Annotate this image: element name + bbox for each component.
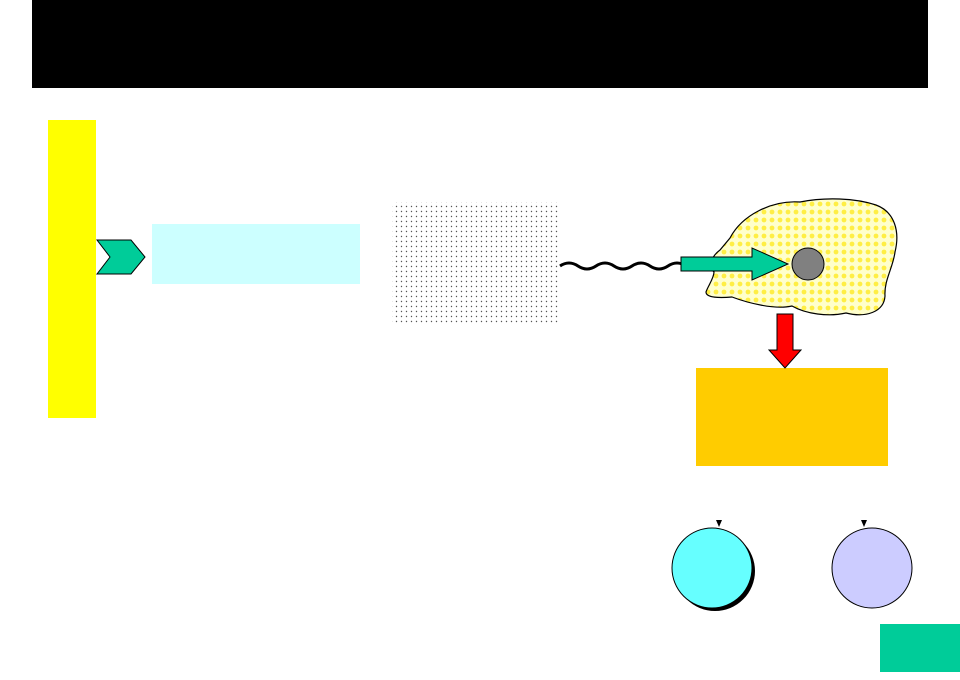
result-box — [696, 368, 888, 466]
triangle-marker-icon — [716, 520, 722, 527]
slide-header — [32, 0, 928, 88]
green-arrow-icon — [680, 247, 790, 281]
lavender-circle — [831, 527, 913, 609]
corner-navigation-button[interactable] — [880, 624, 960, 672]
green-chevron-icon — [95, 239, 146, 275]
triangle-marker-icon — [861, 520, 867, 527]
stippled-square — [392, 202, 558, 324]
left-side-bar — [48, 120, 96, 418]
nucleus-circle — [791, 247, 825, 281]
light-blue-box — [152, 224, 360, 284]
red-down-arrow-icon — [767, 313, 803, 369]
cyan-circle — [671, 527, 753, 609]
